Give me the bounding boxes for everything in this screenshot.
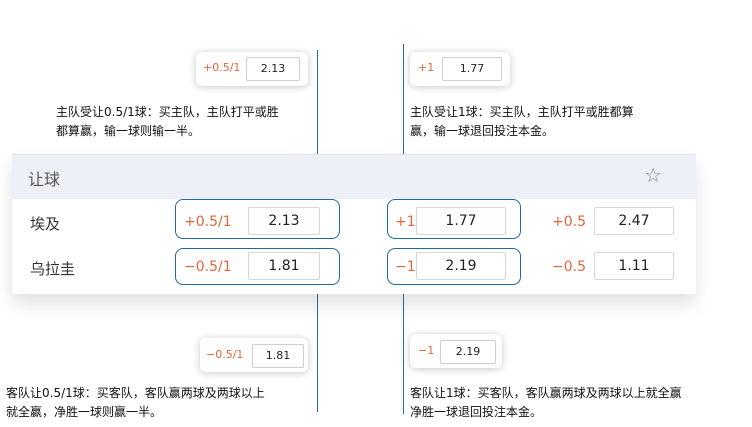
star-icon[interactable]: ☆ xyxy=(644,163,662,187)
callout-odds: 2.19 xyxy=(440,340,496,364)
note-home-one: 主队受让1球：买主队，主队打平或胜都算 赢，输一球退回投注本金。 xyxy=(410,103,690,141)
note-line-2: 就全赢，净胜一球则赢一半。 xyxy=(6,405,163,419)
odds-button[interactable]: 1.81 xyxy=(248,252,320,280)
odds-button[interactable]: 1.77 xyxy=(416,207,506,235)
highlight-ring xyxy=(175,248,340,285)
callout-handicap-line: −0.5/1 xyxy=(206,348,244,361)
note-home-half-one: 主队受让0.5/1球：买主队，主队打平或胜 都算赢，输一球则输一半。 xyxy=(56,103,316,141)
odds-button[interactable]: 1.11 xyxy=(594,252,674,280)
callout-odds: 1.81 xyxy=(252,344,304,368)
callout-handicap-line: −1 xyxy=(418,344,435,357)
handicap-line: +0.5/1 xyxy=(184,214,232,230)
odds-button[interactable]: 2.47 xyxy=(594,207,674,235)
handicap-line: +1 xyxy=(395,214,416,230)
team-name-home: 埃及 xyxy=(30,215,61,233)
note-line-1: 主队受让0.5/1球：买主队，主队打平或胜 xyxy=(56,105,279,119)
handicap-line: +0.5 xyxy=(552,214,586,230)
callout-odds: 2.13 xyxy=(246,57,300,81)
panel-title: 让球 xyxy=(28,170,61,189)
handicap-line: −1 xyxy=(395,259,416,275)
note-line-1: 客队让1球：买客队，客队赢两球及两球以上就全赢 xyxy=(410,386,682,400)
handicap-line: −0.5/1 xyxy=(184,259,232,275)
note-away-one: 客队让1球：买客队，客队赢两球及两球以上就全赢 净胜一球退回投注本金。 xyxy=(410,384,746,422)
note-away-half-one: 客队让0.5/1球：买客队，客队赢两球及两球以上 就全赢，净胜一球则赢一半。 xyxy=(6,384,316,422)
highlight-ring xyxy=(387,248,521,285)
callout-handicap-line: +0.5/1 xyxy=(203,61,241,74)
callout-away-half-one: −0.5/1 1.81 xyxy=(200,338,308,372)
callout-home-one: +1 1.77 xyxy=(410,52,510,86)
highlight-ring xyxy=(175,199,340,239)
highlight-ring xyxy=(387,199,521,239)
asian-handicap-panel: 让球 ☆ 埃及 +0.5/1 2.13 +1 1.77 +0.5 2.47 乌拉… xyxy=(12,154,696,294)
odds-button[interactable]: 2.13 xyxy=(248,207,320,235)
panel-header: 让球 ☆ xyxy=(12,154,696,199)
note-line-1: 主队受让1球：买主队，主队打平或胜都算 xyxy=(410,105,634,119)
callout-home-half-one: +0.5/1 2.13 xyxy=(196,52,308,86)
callout-odds: 1.77 xyxy=(442,57,502,81)
note-line-1: 客队让0.5/1球：买客队，客队赢两球及两球以上 xyxy=(6,386,265,400)
callout-handicap-line: +1 xyxy=(418,61,435,74)
note-line-2: 赢，输一球退回投注本金。 xyxy=(410,124,555,138)
note-line-2: 都算赢，输一球则输一半。 xyxy=(56,124,201,138)
odds-button[interactable]: 2.19 xyxy=(416,252,506,280)
handicap-line: −0.5 xyxy=(552,259,586,275)
callout-away-one: −1 2.19 xyxy=(410,334,502,368)
team-name-away: 乌拉圭 xyxy=(30,260,76,278)
note-line-2: 净胜一球退回投注本金。 xyxy=(410,405,543,419)
